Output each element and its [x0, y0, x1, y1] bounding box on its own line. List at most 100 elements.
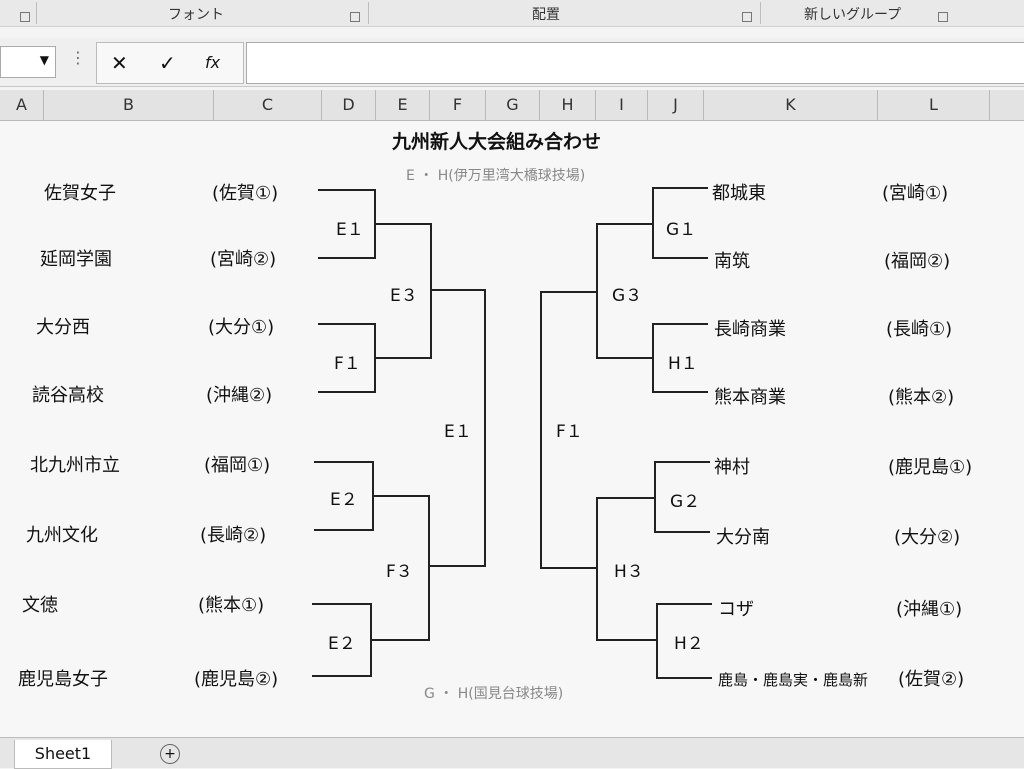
insert-function-icon[interactable]: fx	[205, 53, 221, 72]
venue-bottom: G ・ H(国見台球技場)	[424, 686, 564, 702]
name-box[interactable]: ▼	[0, 46, 56, 78]
venue-top: E ・ H(伊万里湾大橋球技場)	[406, 168, 586, 184]
bracket-line	[314, 461, 372, 463]
team-prefecture: (宮崎①)	[882, 183, 949, 204]
bracket-line	[374, 357, 430, 359]
sheet-tab[interactable]: Sheet1	[14, 740, 112, 769]
column-header[interactable]: H	[540, 90, 596, 120]
column-header[interactable]: J	[648, 90, 704, 120]
bracket-line	[428, 495, 430, 641]
dialog-launcher-icon[interactable]	[350, 12, 360, 22]
bracket-line	[318, 323, 374, 325]
column-header[interactable]: D	[322, 90, 376, 120]
bracket-line	[656, 677, 712, 679]
ribbon-separator	[36, 2, 37, 24]
team-name: 延岡学園	[40, 249, 112, 270]
team-prefecture: (福岡②)	[884, 251, 951, 272]
team-prefecture: (長崎①)	[886, 319, 953, 340]
match-label: F１	[556, 422, 583, 442]
bracket-line	[652, 187, 708, 189]
team-name: 神村	[714, 457, 750, 478]
chevron-down-icon[interactable]: ▼	[39, 53, 49, 67]
bracket-line	[428, 565, 484, 567]
column-header[interactable]: G	[486, 90, 540, 120]
formula-buttons: ✕ ✓ fx	[96, 42, 244, 84]
match-label: E２	[328, 634, 356, 654]
bracket-line	[374, 223, 430, 225]
dialog-launcher-icon[interactable]	[742, 12, 752, 22]
bracket-line	[540, 291, 542, 569]
match-label: E３	[390, 286, 418, 306]
match-label: E２	[330, 490, 358, 510]
add-sheet-icon[interactable]: +	[160, 744, 180, 764]
bracket-line	[312, 603, 370, 605]
bracket-line	[652, 391, 708, 393]
bracket-line	[430, 223, 432, 359]
ribbon-group-new[interactable]: 新しいグループ	[804, 7, 902, 23]
bracket-line	[596, 497, 598, 641]
cancel-icon[interactable]: ✕	[111, 51, 128, 75]
bracket-line	[540, 291, 596, 293]
match-label: E１	[336, 220, 364, 240]
bracket-line	[652, 323, 708, 325]
team-prefecture: (佐賀①)	[212, 183, 279, 204]
bracket-line	[372, 495, 428, 497]
dialog-launcher-icon[interactable]	[938, 12, 948, 22]
team-name: 佐賀女子	[44, 183, 116, 204]
sheet-tab-bar: Sheet1 +	[0, 737, 1024, 769]
bracket-line	[654, 461, 656, 533]
team-prefecture: (宮崎②)	[210, 249, 277, 270]
page-title: 九州新人大会組み合わせ	[392, 131, 602, 153]
team-name: 大分南	[716, 527, 770, 548]
ribbon-group-font[interactable]: フォント	[168, 7, 224, 23]
team-name: 文徳	[22, 595, 58, 616]
team-prefecture: (大分②)	[894, 527, 961, 548]
match-label: H３	[614, 562, 644, 582]
bracket-line	[540, 567, 596, 569]
match-label: G２	[670, 492, 701, 512]
bracket-line	[484, 289, 486, 567]
column-header[interactable]: E	[376, 90, 430, 120]
match-label: G３	[612, 286, 643, 306]
match-label: E１	[444, 422, 472, 442]
bracket-line	[596, 223, 652, 225]
column-header[interactable]: K	[704, 90, 878, 120]
column-header[interactable]: L	[878, 90, 990, 120]
team-name: 読谷高校	[32, 385, 104, 406]
column-header[interactable]: C	[214, 90, 322, 120]
match-label: F３	[386, 562, 413, 582]
match-label: G１	[666, 220, 697, 240]
team-name: 大分西	[36, 317, 90, 338]
bracket-line	[314, 529, 372, 531]
column-header[interactable]: I	[596, 90, 648, 120]
bracket-line	[312, 675, 370, 677]
bracket-line	[318, 257, 374, 259]
worksheet-grid[interactable]: 九州新人大会組み合わせ E ・ H(伊万里湾大橋球技場) G ・ H(国見台球技…	[0, 121, 1024, 737]
team-name: 北九州市立	[30, 455, 120, 476]
more-icon[interactable]: ⋮	[70, 48, 86, 67]
team-name: 九州文化	[26, 525, 98, 546]
bracket-line	[598, 639, 656, 641]
bracket-line	[318, 391, 374, 393]
bracket-line	[652, 187, 654, 259]
column-header[interactable]: A	[0, 90, 44, 120]
column-header[interactable]: B	[44, 90, 214, 120]
dialog-launcher-icon[interactable]	[20, 12, 30, 22]
bracket-line	[654, 461, 710, 463]
bracket-line	[656, 603, 658, 679]
team-prefecture: (佐賀②)	[898, 669, 965, 690]
bracket-line	[654, 531, 710, 533]
team-name: 都城東	[712, 183, 766, 204]
column-header[interactable]: F	[430, 90, 486, 120]
match-label: F１	[334, 354, 361, 374]
bracket-line	[596, 497, 654, 499]
formula-input[interactable]	[246, 42, 1024, 84]
bracket-line	[596, 357, 652, 359]
formula-bar: ▼ ⋮ ✕ ✓ fx	[0, 38, 1024, 87]
bracket-line	[318, 189, 374, 191]
team-prefecture: (福岡①)	[204, 455, 271, 476]
bracket-line	[656, 603, 712, 605]
match-label: H１	[668, 354, 698, 374]
enter-icon[interactable]: ✓	[159, 51, 176, 75]
ribbon-group-alignment[interactable]: 配置	[532, 7, 560, 23]
